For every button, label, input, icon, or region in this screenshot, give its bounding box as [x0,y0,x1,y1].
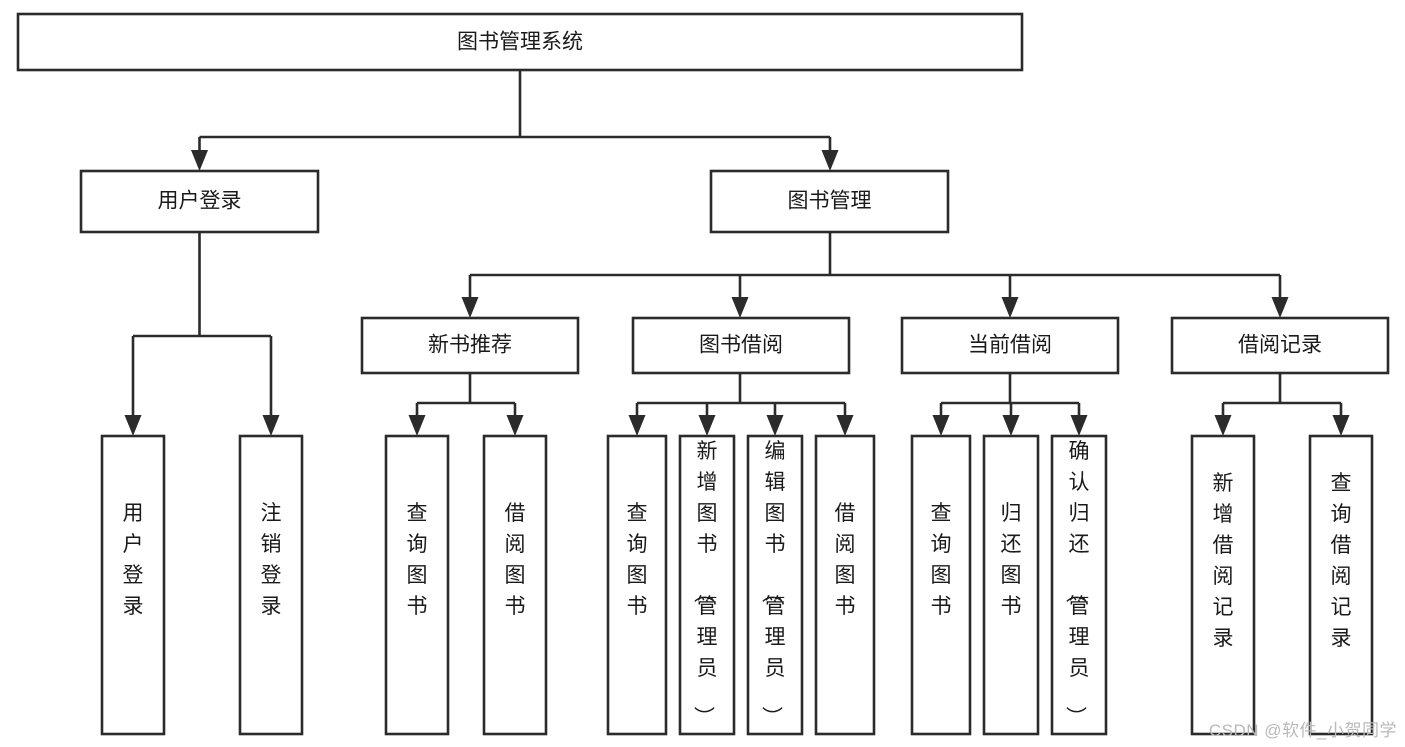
node-leaf-add-record-label: 新增借阅记录 [1213,472,1234,650]
arrow-to-leaf-return-book [1002,415,1020,436]
node-root[interactable]: 图书管理系统 [16,12,1024,72]
node-leaf-borrow-book[interactable]: 借阅图书 [814,434,876,736]
node-book-manage-label: 图书管理 [788,190,872,213]
arrow-to-new-book-rec [461,297,479,318]
node-leaf-borrow-book-box[interactable] [814,434,876,736]
arrow-to-leaf-borrow-book [836,415,854,436]
node-leaf-confirm-return-box[interactable] [1050,434,1108,736]
leaf-node-layer: 用户登录 注销登录 查询图书 借阅图书 查询图书 新增图书（管理员） [100,434,1374,736]
node-leaf-return-book-box[interactable] [982,434,1040,736]
node-new-book-rec[interactable]: 新书推荐 [360,316,580,375]
node-leaf-add-book-box[interactable] [678,434,736,736]
node-leaf-borrow-book-rec-box[interactable] [482,434,548,736]
arrow-to-book-manage [821,150,839,171]
node-user-login-label: 用户登录 [158,190,242,213]
node-leaf-user-logout-label: 注销登录 [261,502,282,618]
node-leaf-confirm-return[interactable]: 确认归还（管理员） [1050,434,1108,736]
arrow-to-leaf-edit-book [766,415,784,436]
arrow-to-leaf-add-book [698,415,716,436]
node-book-borrow[interactable]: 图书借阅 [631,316,851,375]
arrow-to-leaf-user-login [124,415,142,436]
csdn-watermark: CSDN @软件_小贺同学 [1208,721,1397,740]
node-book-manage-box[interactable] [709,169,950,234]
arrow-to-current-borrow [1001,297,1019,318]
arrow-to-leaf-user-logout [262,415,280,436]
arrow-to-borrow-record [1271,297,1289,318]
node-leaf-query-book-cur[interactable]: 查询图书 [910,434,972,736]
node-leaf-borrow-book-rec[interactable]: 借阅图书 [482,434,548,736]
node-root-box[interactable] [16,12,1024,72]
node-leaf-add-record[interactable]: 新增借阅记录 [1190,434,1256,736]
node-leaf-query-book-borrow[interactable]: 查询图书 [606,434,668,736]
node-current-borrow[interactable]: 当前借阅 [900,316,1120,375]
node-root-label: 图书管理系统 [457,31,583,54]
node-leaf-query-book-rec-box[interactable] [384,434,450,736]
node-leaf-edit-book[interactable]: 编辑图书（管理员） [746,434,804,736]
arrow-to-user-login [191,150,208,171]
arrow-to-leaf-confirm-return [1070,415,1088,436]
node-leaf-borrow-book-label: 借阅图书 [835,502,856,618]
node-current-borrow-box[interactable] [900,316,1120,375]
arrow-to-leaf-borrow-book-rec [506,415,524,436]
node-leaf-query-book-rec-label: 查询图书 [407,502,428,618]
node-borrow-record-label: 借阅记录 [1238,334,1322,357]
node-user-login-box[interactable] [79,169,320,234]
arrow-to-leaf-query-book-cur [932,415,950,436]
arrow-to-leaf-query-book-borrow [628,415,646,436]
node-borrow-record-box[interactable] [1170,316,1390,375]
node-user-login[interactable]: 用户登录 [79,169,320,234]
node-leaf-query-record-label: 查询借阅记录 [1331,472,1352,650]
node-book-manage[interactable]: 图书管理 [709,169,950,234]
node-leaf-add-book[interactable]: 新增图书（管理员） [678,434,736,736]
node-leaf-add-book-label: 新增图书（管理员） [692,440,718,727]
node-leaf-user-login-box[interactable] [100,434,166,736]
node-borrow-record[interactable]: 借阅记录 [1170,316,1390,375]
node-leaf-user-logout-box[interactable] [238,434,304,736]
node-book-borrow-label: 图书借阅 [699,334,783,357]
node-leaf-query-book-borrow-label: 查询图书 [627,502,648,618]
connector-layer [124,70,1350,436]
node-leaf-return-book-label: 归还图书 [1001,502,1022,618]
node-leaf-query-book-borrow-box[interactable] [606,434,668,736]
node-leaf-user-login[interactable]: 用户登录 [100,434,166,736]
arrow-to-leaf-add-record [1214,415,1232,436]
node-leaf-edit-book-box[interactable] [746,434,804,736]
node-leaf-return-book[interactable]: 归还图书 [982,434,1040,736]
node-new-book-rec-box[interactable] [360,316,580,375]
arrow-to-leaf-query-record [1332,415,1350,436]
node-leaf-borrow-book-rec-label: 借阅图书 [505,502,526,618]
node-leaf-query-record-box[interactable] [1308,434,1374,736]
node-leaf-query-book-cur-box[interactable] [910,434,972,736]
node-leaf-query-book-cur-label: 查询图书 [931,502,952,618]
node-leaf-user-login-label: 用户登录 [123,502,144,618]
arrow-to-leaf-query-book-rec [408,415,426,436]
node-leaf-user-logout[interactable]: 注销登录 [238,434,304,736]
node-leaf-query-record[interactable]: 查询借阅记录 [1308,434,1374,736]
node-new-book-rec-label: 新书推荐 [428,334,512,357]
node-leaf-confirm-return-label: 确认归还（管理员） [1064,440,1090,727]
node-leaf-query-book-rec[interactable]: 查询图书 [384,434,450,736]
node-leaf-add-record-box[interactable] [1190,434,1256,736]
node-leaf-edit-book-label: 编辑图书（管理员） [760,440,786,727]
node-current-borrow-label: 当前借阅 [968,334,1052,357]
node-book-borrow-box[interactable] [631,316,851,375]
arrow-to-book-borrow [731,297,749,318]
